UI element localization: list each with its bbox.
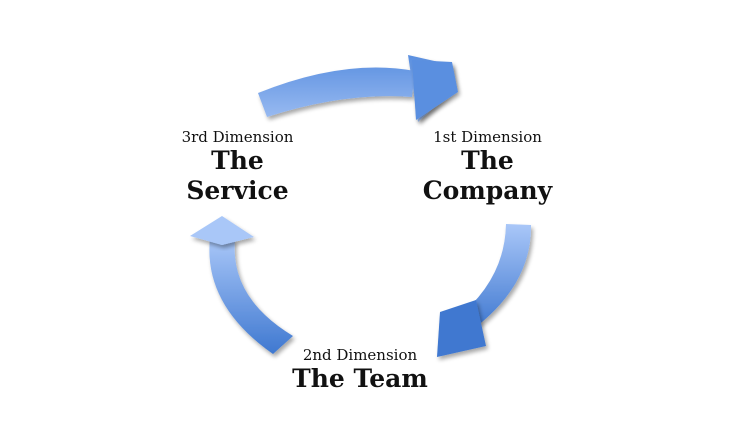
node-the-company: 1st Dimension The Company [400, 128, 575, 206]
company-dimension-label: 1st Dimension [433, 128, 542, 146]
team-dimension-label: 2nd Dimension [302, 346, 418, 364]
service-title-line2: Service [186, 176, 289, 205]
team-title: The Team [292, 364, 428, 393]
company-title-line2: Company [422, 176, 553, 205]
arrow-service-to-company-head [412, 60, 458, 120]
arrow-team-to-service [209, 238, 293, 354]
node-the-service: 3rd Dimension The Service [150, 128, 325, 206]
arrow-team-to-service-head [190, 216, 254, 245]
arrow-company-to-team-head [437, 300, 486, 357]
node-the-team: 2nd Dimension The Team [255, 346, 465, 394]
service-title-line1: The [211, 146, 264, 175]
service-dimension-label: 3rd Dimension [181, 128, 294, 146]
arrow-company-to-team [464, 224, 532, 330]
company-title-line1: The [461, 146, 514, 175]
arrow-service-to-company [258, 55, 455, 122]
